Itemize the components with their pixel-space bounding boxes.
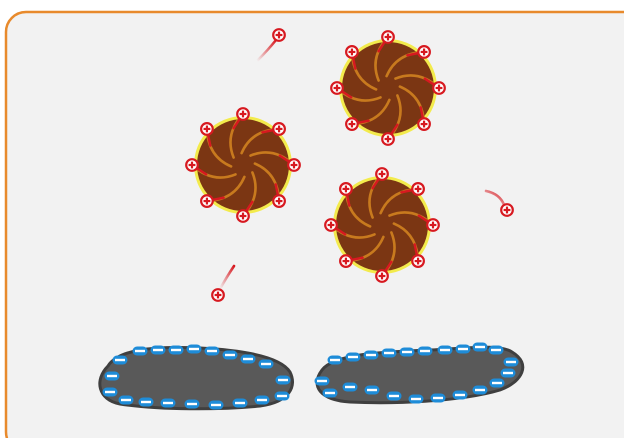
positive-charge-icon xyxy=(339,182,353,196)
positive-charge-icon xyxy=(417,45,431,59)
negative-charge-icon xyxy=(437,345,453,355)
positive-charge-icon xyxy=(432,81,446,95)
positive-charge-icon xyxy=(185,158,199,172)
positive-charge-icon xyxy=(211,288,225,302)
negative-charge-icon xyxy=(138,397,154,407)
negative-charge-icon xyxy=(104,371,120,381)
negative-charge-icon xyxy=(500,368,516,378)
positive-charge-icon xyxy=(272,28,286,42)
positive-charge-icon xyxy=(345,45,359,59)
positive-charge-icon xyxy=(200,122,214,136)
positive-charge-icon xyxy=(236,209,250,223)
negative-charge-icon xyxy=(132,346,148,356)
positive-charge-icon xyxy=(500,203,514,217)
negative-charge-icon xyxy=(472,342,488,352)
positive-charge-icon xyxy=(411,254,425,268)
positive-charge-icon xyxy=(426,218,440,232)
negative-charge-icon xyxy=(322,388,338,398)
positive-charge-icon xyxy=(381,30,395,44)
negative-charge-icon xyxy=(275,375,291,385)
negative-charge-icon xyxy=(363,350,379,360)
negative-charge-icon xyxy=(327,355,343,365)
negative-charge-icon xyxy=(408,394,424,404)
soil-particle xyxy=(324,167,440,283)
negative-charge-icon xyxy=(472,385,488,395)
negative-charge-icon xyxy=(258,359,274,369)
positive-charge-icon xyxy=(411,182,425,196)
free-cation xyxy=(211,264,236,302)
negative-charge-icon xyxy=(274,391,290,401)
negative-charge-icon xyxy=(364,385,380,395)
positive-charge-icon xyxy=(330,81,344,95)
positive-charge-icon xyxy=(417,117,431,131)
negative-charge-icon xyxy=(112,355,128,365)
clay-platelets-group xyxy=(98,342,525,411)
positive-charge-icon xyxy=(200,194,214,208)
negative-charge-icon xyxy=(186,344,202,354)
negative-charge-icon xyxy=(150,345,166,355)
clay-platelet xyxy=(314,342,525,405)
soil-particle xyxy=(185,107,301,223)
negative-charge-icon xyxy=(345,352,361,362)
free-cation xyxy=(255,28,286,63)
free-cations-group xyxy=(211,28,514,302)
positive-charge-icon xyxy=(287,158,301,172)
negative-charge-icon xyxy=(208,400,224,410)
negative-charge-icon xyxy=(452,390,468,400)
negative-charge-icon xyxy=(232,398,248,408)
positive-charge-icon xyxy=(339,254,353,268)
positive-charge-icon xyxy=(345,117,359,131)
negative-charge-icon xyxy=(488,345,504,355)
positive-charge-icon xyxy=(272,122,286,136)
negative-charge-icon xyxy=(381,348,397,358)
clay-platelet xyxy=(98,344,294,411)
negative-charge-icon xyxy=(102,387,118,397)
positive-charge-icon xyxy=(272,194,286,208)
negative-charge-icon xyxy=(455,344,471,354)
soil-particle xyxy=(330,30,446,146)
negative-charge-icon xyxy=(399,347,415,357)
positive-charge-icon xyxy=(236,107,250,121)
negative-charge-icon xyxy=(160,398,176,408)
negative-charge-icon xyxy=(489,378,505,388)
negative-charge-icon xyxy=(184,399,200,409)
negative-charge-icon xyxy=(118,395,134,405)
negative-charge-icon xyxy=(314,376,330,386)
positive-charge-icon xyxy=(375,269,389,283)
negative-charge-icon xyxy=(204,346,220,356)
free-cation xyxy=(484,189,514,217)
negative-charge-icon xyxy=(222,350,238,360)
negative-charge-icon xyxy=(168,345,184,355)
positive-charge-icon xyxy=(375,167,389,181)
negative-charge-icon xyxy=(430,393,446,403)
negative-charge-icon xyxy=(386,391,402,401)
negative-charge-icon xyxy=(417,346,433,356)
negative-charge-icon xyxy=(254,395,270,405)
diagram-frame xyxy=(4,10,624,438)
soil-particles-group xyxy=(185,30,446,283)
negative-charge-icon xyxy=(342,382,358,392)
positive-charge-icon xyxy=(324,218,338,232)
negative-charge-icon xyxy=(240,354,256,364)
positive-charge-icon xyxy=(381,132,395,146)
negative-charge-icon xyxy=(503,357,519,367)
